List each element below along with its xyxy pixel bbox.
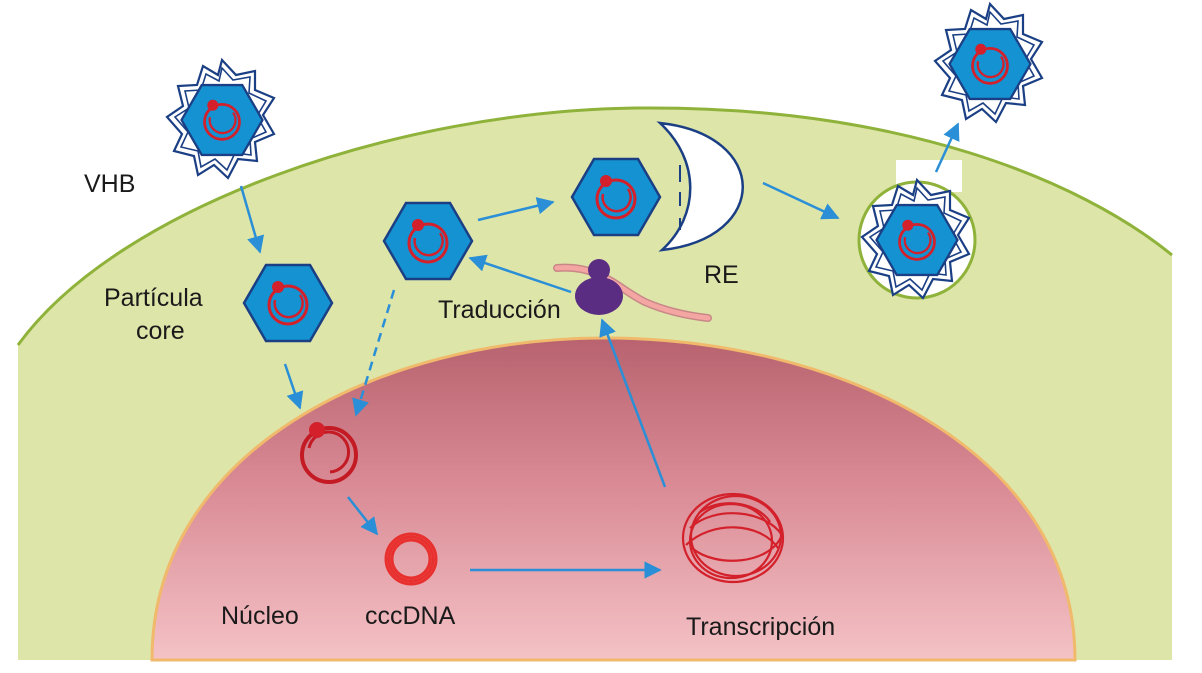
label-virus: VHB <box>84 170 135 198</box>
released-virion-icon <box>935 4 1042 122</box>
label-core-line2: core <box>136 317 185 345</box>
rcdna-icon <box>300 422 358 484</box>
label-cccdna: cccDNA <box>365 602 456 630</box>
nucleus <box>150 336 1077 662</box>
label-transcription: Transcripción <box>686 613 835 641</box>
cccdna-icon <box>384 532 438 586</box>
transcription-dna-icon <box>681 492 785 584</box>
arrows <box>239 122 960 579</box>
label-core-line1: Partícula <box>104 284 203 312</box>
label-er: RE <box>704 261 739 289</box>
ribosome-icon <box>575 259 623 315</box>
cell-membrane <box>16 106 1173 346</box>
label-translation: Traducción <box>438 296 561 324</box>
label-nucleus: Núcleo <box>221 602 299 630</box>
endoplasmic-reticulum-icon <box>656 121 744 252</box>
incoming-virion-icon <box>167 60 274 178</box>
